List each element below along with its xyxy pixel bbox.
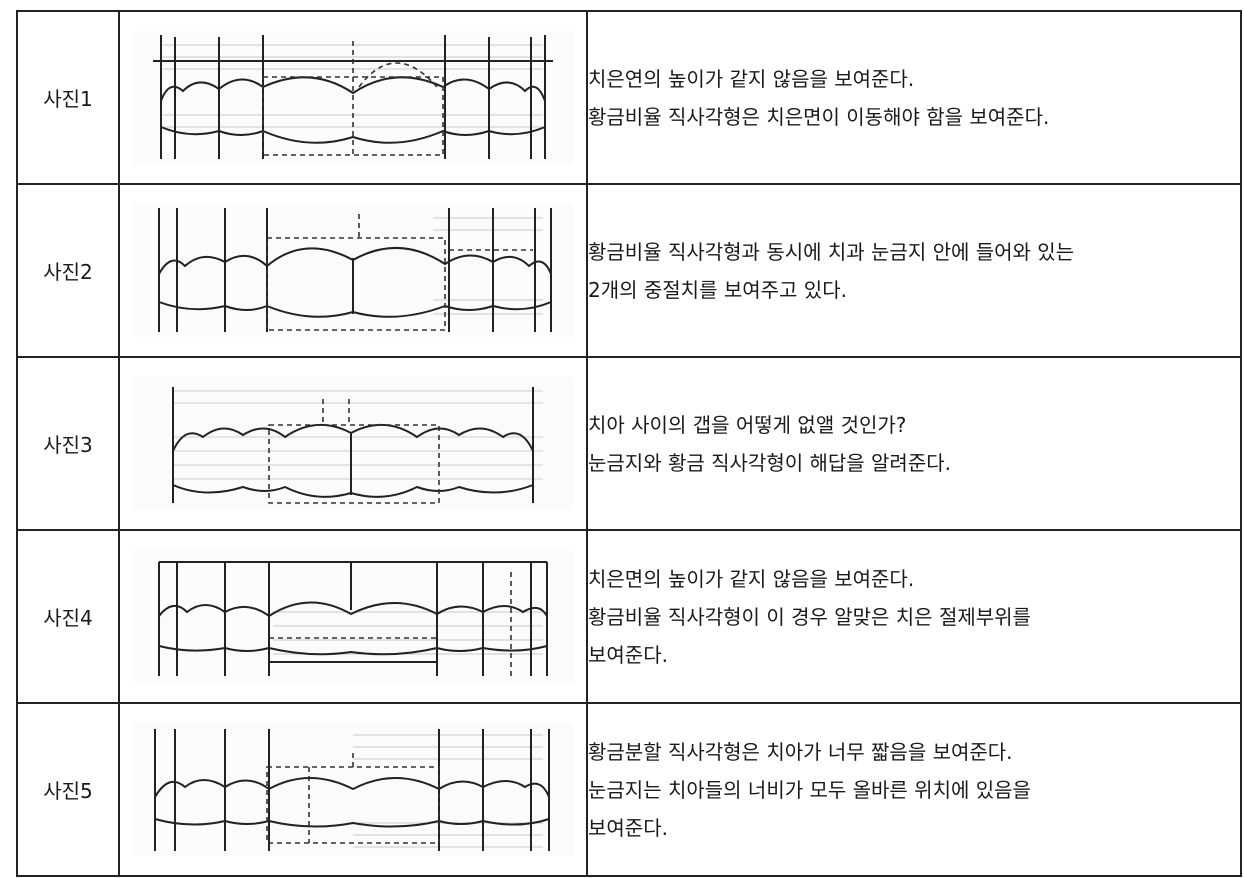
teeth-diagram-gum-line-arc <box>133 31 573 164</box>
table-row: 사진3 <box>16 356 1242 531</box>
teeth-diagram-image <box>118 356 588 531</box>
row-label: 사진4 <box>16 529 120 704</box>
teeth-diagram-image <box>118 529 588 704</box>
row-label: 사진3 <box>16 356 120 531</box>
table-row: 사진4 <box>16 529 1242 704</box>
description-line: 눈금지는 치아들의 너비가 모두 올바른 위치에 있음을 <box>588 777 1031 802</box>
description-line: 황금비율 직사각형과 동시에 치과 눈금지 안에 들어와 있는 <box>588 239 1075 264</box>
teeth-diagram-image <box>118 702 588 877</box>
description-line: 눈금지와 황금 직사각형이 해답을 알려준다. <box>588 450 951 475</box>
description-line: 황금비율 직사각형은 치은면이 이동해야 함을 보여준다. <box>588 104 1050 129</box>
teeth-diagram-image <box>118 10 588 185</box>
description-line: 치은연의 높이가 같지 않음을 보여준다. <box>588 66 915 91</box>
table-row: 사진5 <box>16 702 1242 877</box>
table-row: 사진1 <box>16 10 1242 185</box>
teeth-diagram-gingival-cut <box>133 550 573 683</box>
row-label: 사진5 <box>16 702 120 877</box>
row-label: 사진1 <box>16 10 120 185</box>
teeth-diagram-short-teeth <box>133 723 573 856</box>
teeth-diagram-image <box>118 183 588 358</box>
row-description: 치은연의 높이가 같지 않음을 보여준다. 황금비율 직사각형은 치은면이 이동… <box>586 10 1242 185</box>
description-line: 치아 사이의 갭을 어떻게 없앨 것인가? <box>588 412 907 437</box>
description-line: 2개의 중절치를 보여주고 있다. <box>588 277 847 302</box>
dental-comparison-table: 사진1 <box>16 10 1242 877</box>
description-line: 보여준다. <box>588 815 668 840</box>
description-line: 황금비율 직사각형이 이 경우 알맞은 치은 절제부위를 <box>588 604 1031 629</box>
description-line: 황금분할 직사각형은 치아가 너무 짧음을 보여준다. <box>588 739 1013 764</box>
row-description: 치아 사이의 갭을 어떻게 없앨 것인가? 눈금지와 황금 직사각형이 해답을 … <box>586 356 1242 531</box>
table-row: 사진2 <box>16 183 1242 358</box>
row-description: 치은면의 높이가 같지 않음을 보여준다. 황금비율 직사각형이 이 경우 알맞… <box>586 529 1242 704</box>
row-description: 황금비율 직사각형과 동시에 치과 눈금지 안에 들어와 있는 2개의 중절치를… <box>586 183 1242 358</box>
row-description: 황금분할 직사각형은 치아가 너무 짧음을 보여준다. 눈금지는 치아들의 너비… <box>586 702 1242 877</box>
teeth-diagram-central-incisors <box>133 204 573 337</box>
description-line: 보여준다. <box>588 642 668 667</box>
description-line: 치은면의 높이가 같지 않음을 보여준다. <box>588 566 915 591</box>
row-label: 사진2 <box>16 183 120 358</box>
teeth-diagram-gap <box>133 377 573 510</box>
